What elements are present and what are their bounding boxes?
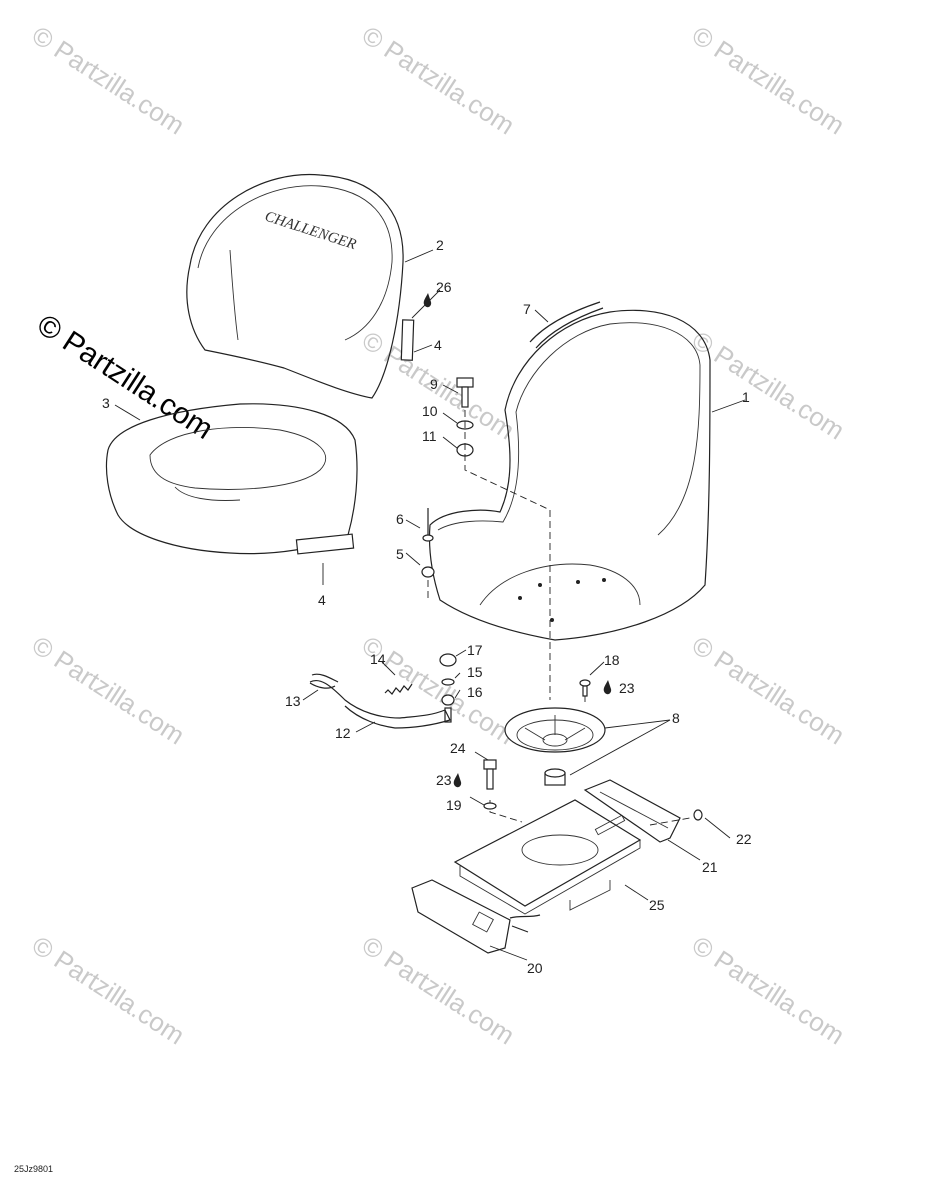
spring-14 xyxy=(384,683,413,695)
callout-1: 1 xyxy=(742,389,750,405)
callout-24: 24 xyxy=(450,740,466,756)
washer-19 xyxy=(483,802,497,810)
callout-15: 15 xyxy=(467,664,483,680)
screw-18 xyxy=(579,679,591,697)
release-lever-12 xyxy=(309,679,451,729)
callout-9: 9 xyxy=(430,376,438,392)
callout-5: 5 xyxy=(396,546,404,562)
callout-4: 4 xyxy=(434,337,442,353)
rivet-6 xyxy=(422,508,434,542)
callout-23: 23 xyxy=(619,680,635,696)
callout-20: 20 xyxy=(527,960,543,976)
drawing-code: 25Jz9801 xyxy=(14,1164,53,1174)
callout-8: 8 xyxy=(672,710,680,726)
watermark: © Partzilla.com xyxy=(687,930,850,1051)
callout-3: 3 xyxy=(102,395,110,411)
glue-drop-icon xyxy=(603,680,612,695)
watermark: © Partzilla.com xyxy=(27,930,190,1051)
backrest-cushion: CHALLENGER xyxy=(186,173,404,399)
callout-23: 23 xyxy=(436,772,452,788)
base-plate-25 xyxy=(453,799,642,915)
callout-2: 2 xyxy=(436,237,444,253)
callout-17: 17 xyxy=(467,642,483,658)
glue-drop-icon xyxy=(453,773,462,788)
watermark: © Partzilla.com xyxy=(357,630,520,751)
callout-11: 11 xyxy=(422,428,437,444)
watermark: © Partzilla.com xyxy=(357,20,520,141)
swivel-8 xyxy=(504,707,606,786)
slide-rail-21 xyxy=(583,779,681,843)
adhesive-strip-4 xyxy=(400,319,415,361)
assembly-line xyxy=(489,800,523,823)
nut-5 xyxy=(421,566,435,578)
callout-18: 18 xyxy=(604,652,620,668)
watermark: © Partzilla.com xyxy=(27,630,190,751)
callout-13: 13 xyxy=(285,693,301,709)
watermark: © Partzilla.com xyxy=(27,20,190,141)
rivet-22 xyxy=(693,809,703,821)
label-strip-4 xyxy=(295,533,355,555)
callout-7: 7 xyxy=(523,301,531,317)
bolt-9 xyxy=(456,377,474,408)
callout-16: 16 xyxy=(467,684,483,700)
seat-pan xyxy=(428,309,711,641)
callout-10: 10 xyxy=(422,403,438,419)
watermark-dark: © Partzilla.com xyxy=(31,308,219,446)
backrest-logo: CHALLENGER xyxy=(263,209,358,254)
callout-12: 12 xyxy=(335,725,351,741)
callout-22: 22 xyxy=(736,831,752,847)
callout-19: 19 xyxy=(446,797,462,813)
assembly-line xyxy=(464,410,551,700)
callout-6: 6 xyxy=(396,511,404,527)
watermark: © Partzilla.com xyxy=(687,20,850,141)
watermark: © Partzilla.com xyxy=(687,630,850,751)
glue-drop-icon xyxy=(423,293,432,308)
callout-25: 25 xyxy=(649,897,665,913)
callout-14: 14 xyxy=(370,651,386,667)
leader-lines xyxy=(114,249,746,961)
callout-21: 21 xyxy=(702,859,718,875)
trim-strip-7 xyxy=(529,301,604,349)
watermark-grid: © Partzilla.com © Partzilla.com © Partzi… xyxy=(27,20,850,1051)
watermark: © Partzilla.com xyxy=(687,325,850,446)
callout-labels: 1 2 3 4 4 5 6 7 8 9 10 11 12 13 14 15 16… xyxy=(102,237,752,976)
callout-26: 26 xyxy=(436,279,452,295)
callout-4: 4 xyxy=(318,592,326,608)
seat-cushion xyxy=(105,403,358,555)
lever-grip-13 xyxy=(309,673,339,689)
slide-rail-20 xyxy=(411,879,541,954)
bolt-24 xyxy=(483,759,497,790)
assembly-line xyxy=(649,817,691,826)
